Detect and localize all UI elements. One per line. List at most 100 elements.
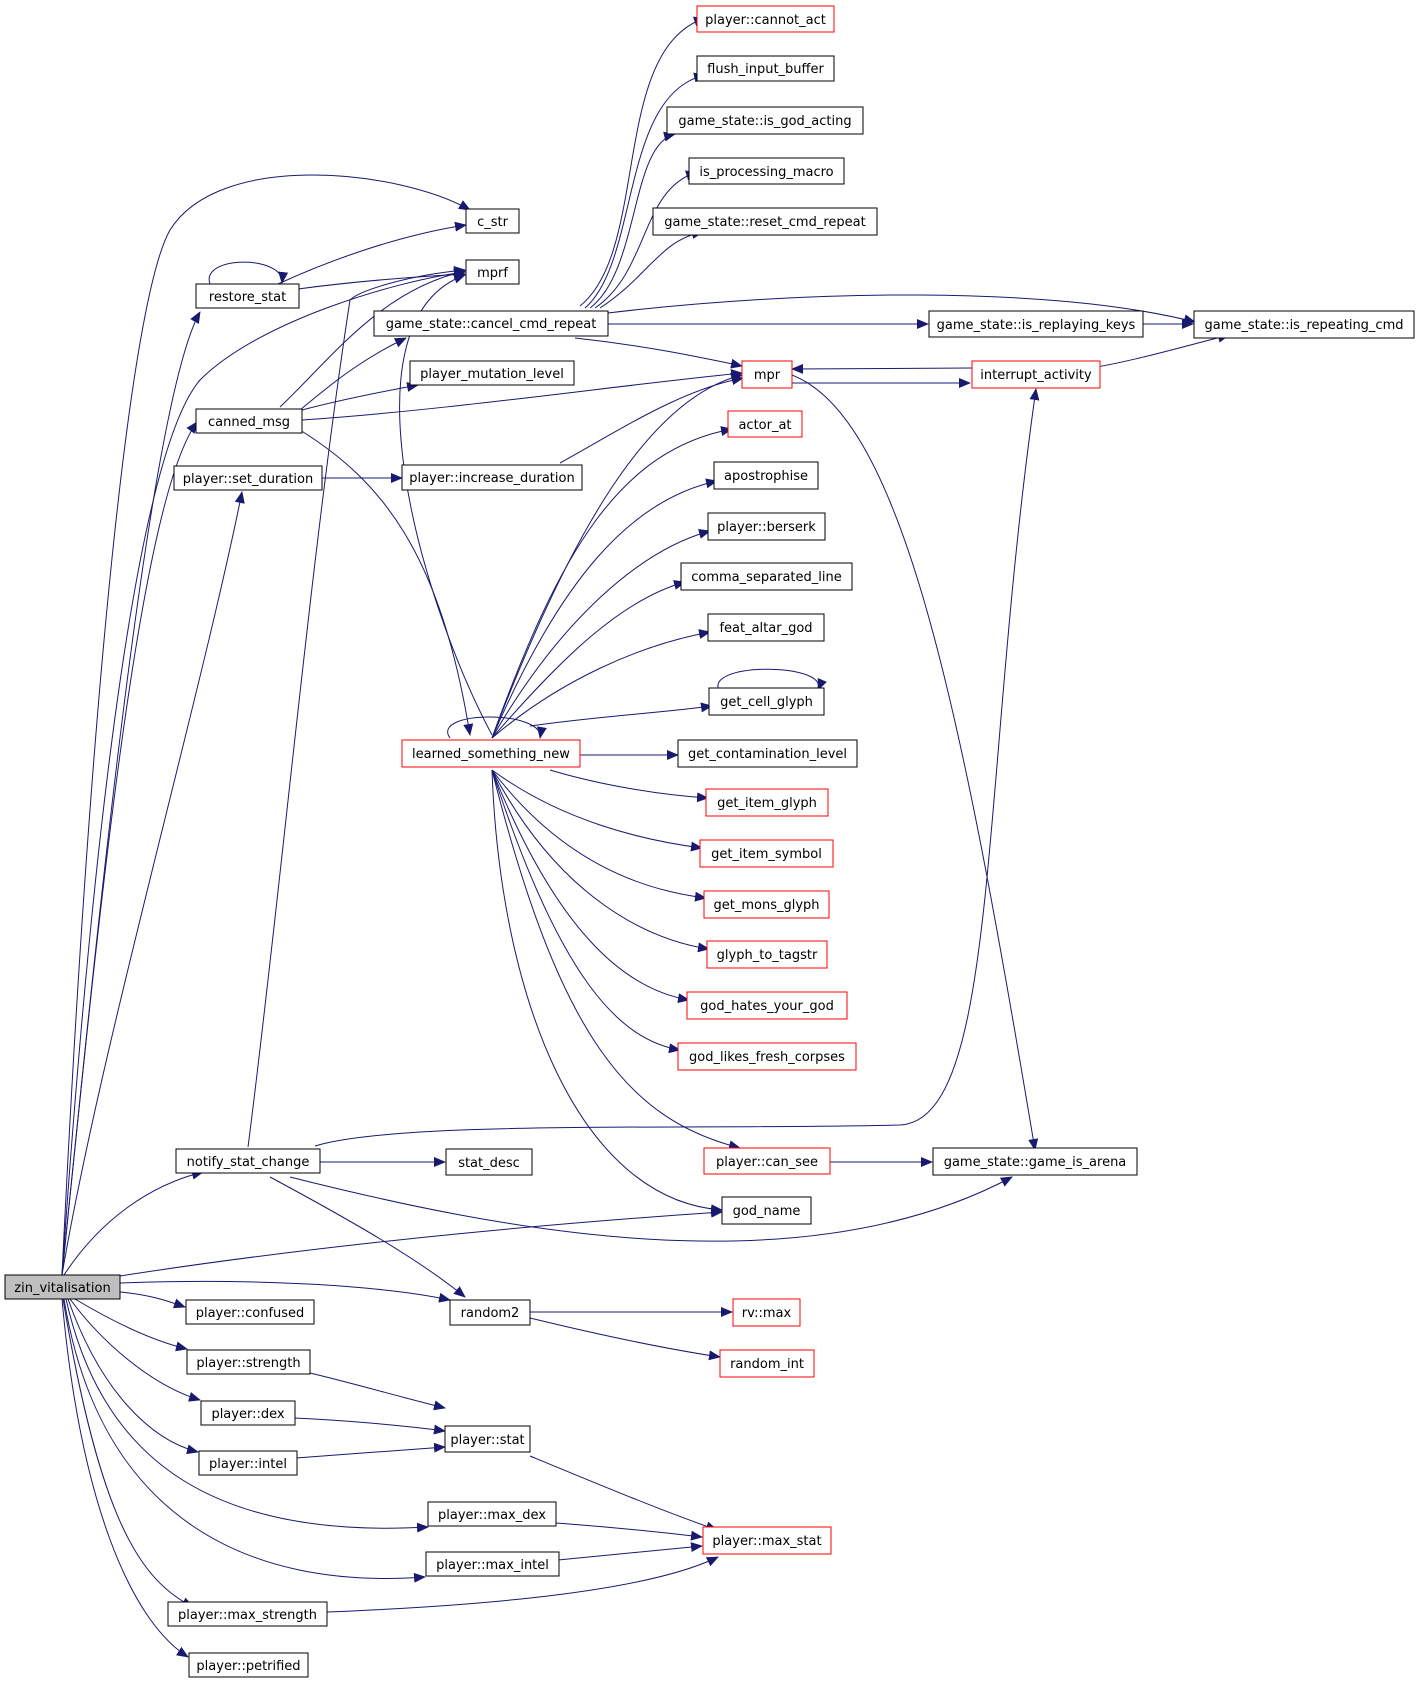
edge-notify-interrupt (314, 388, 1040, 1147)
node-mpr[interactable]: mpr (741, 360, 793, 389)
node-game-is-arena[interactable]: game_state::game_is_arena (932, 1147, 1138, 1176)
node-get-item-glyph[interactable]: get_item_glyph (705, 788, 829, 817)
node-label: get_contamination_level (688, 747, 847, 762)
node-comma-separated-line[interactable]: comma_separated_line (680, 562, 853, 591)
node-is-god-acting[interactable]: game_state::is_god_acting (666, 106, 864, 135)
edge-maxintel-maxstat (557, 1542, 703, 1561)
edge-learned-mprf (399, 274, 493, 736)
node-player-confused[interactable]: player::confused (185, 1299, 315, 1325)
node-god-likes-fresh-corpses[interactable]: god_likes_fresh_corpses (677, 1042, 857, 1071)
node-label: learned_something_new (412, 747, 570, 762)
node-is-repeating-cmd[interactable]: game_state::is_repeating_cmd (1193, 310, 1415, 339)
node-c-str[interactable]: c_str (465, 208, 520, 234)
node-player-stat[interactable]: player::stat (444, 1425, 531, 1453)
node-label: player::intel (209, 1457, 287, 1472)
node-is-processing-macro[interactable]: is_processing_macro (688, 157, 845, 185)
node-label: god_hates_your_god (700, 999, 834, 1014)
edge-canned_msg-cancel (299, 337, 407, 411)
node-is-replaying-keys[interactable]: game_state::is_replaying_keys (928, 310, 1144, 338)
node-player-mutation-level[interactable]: player_mutation_level (409, 360, 575, 386)
node-reset-cmd-repeat[interactable]: game_state::reset_cmd_repeat (652, 207, 878, 236)
node-rv-max[interactable]: rv::max (732, 1298, 801, 1327)
node-label: get_mons_glyph (713, 898, 819, 913)
node-random-int[interactable]: random_int (719, 1349, 815, 1378)
node-canned-msg[interactable]: canned_msg (195, 408, 303, 434)
node-player-strength[interactable]: player::strength (186, 1349, 311, 1375)
node-feat-altar-god[interactable]: feat_altar_god (707, 613, 825, 642)
edge-zin-max_strength (62, 1298, 194, 1608)
edge-learned-corpses (491, 769, 681, 1054)
node-player-set-duration[interactable]: player::set_duration (173, 465, 323, 491)
node-glyph-to-tagstr[interactable]: glyph_to_tagstr (706, 940, 828, 969)
edge-interrupt-repeating (1084, 332, 1230, 370)
edge-learned-can_see (491, 769, 741, 1151)
node-get-mons-glyph[interactable]: get_mons_glyph (703, 890, 830, 919)
edge-cancel-processing (594, 170, 698, 309)
node-player-cannot-act[interactable]: player::cannot_act (696, 5, 835, 33)
edge-zin-set_duration (61, 491, 245, 1276)
edge-canned_msg-mut (301, 382, 419, 411)
edge-learned-mpr (491, 372, 743, 739)
node-label: random2 (461, 1306, 520, 1321)
node-label: interrupt_activity (980, 368, 1092, 383)
node-notify-stat-change[interactable]: notify_stat_change (175, 1148, 321, 1174)
edge-dex-stat (293, 1417, 446, 1435)
node-flush-input-buffer[interactable]: flush_input_buffer (696, 55, 835, 82)
node-cancel-cmd-repeat[interactable]: game_state::cancel_cmd_repeat (373, 310, 609, 337)
node-player-max-strength[interactable]: player::max_strength (167, 1601, 328, 1627)
node-label: player::petrified (196, 1659, 300, 1674)
node-label: get_item_symbol (711, 847, 822, 862)
edge-intel-stat (295, 1442, 446, 1459)
edge-canned_msg-learned (299, 429, 474, 736)
edge-mpr-arena (781, 371, 1039, 1151)
node-random2[interactable]: random2 (449, 1299, 531, 1326)
node-zin-vitalisation[interactable]: zin_vitalisation (4, 1274, 121, 1300)
edge-maxdex-maxstat (555, 1522, 703, 1541)
node-label: glyph_to_tagstr (717, 948, 818, 963)
node-god-hates-your-god[interactable]: god_hates_your_god (686, 991, 848, 1020)
edge-learned-self (447, 716, 547, 739)
node-player-max-intel[interactable]: player::max_intel (425, 1551, 560, 1577)
edge-learned-hates (491, 769, 690, 1004)
edge-learned-get_cell-self (717, 668, 827, 693)
node-player-berserk[interactable]: player::berserk (707, 512, 826, 541)
node-restore-stat[interactable]: restore_stat (195, 283, 300, 309)
node-label: get_item_glyph (717, 796, 817, 811)
node-label: player_mutation_level (420, 367, 564, 382)
node-label: player::max_strength (178, 1608, 317, 1623)
edge-canned_msg-mprf (279, 268, 466, 408)
node-learned-something-new[interactable]: learned_something_new (401, 739, 581, 768)
node-label: restore_stat (209, 290, 286, 305)
node-player-can-see[interactable]: player::can_see (703, 1147, 831, 1175)
node-label: game_state::cancel_cmd_repeat (386, 317, 597, 332)
node-player-increase-duration[interactable]: player::increase_duration (401, 464, 583, 491)
node-label: player::stat (450, 1433, 524, 1448)
node-label: god_name (733, 1204, 801, 1219)
node-player-intel[interactable]: player::intel (198, 1450, 298, 1476)
node-mprf[interactable]: mprf (465, 259, 520, 285)
node-get-item-symbol[interactable]: get_item_symbol (699, 839, 834, 868)
node-player-max-dex[interactable]: player::max_dex (427, 1501, 557, 1527)
node-player-petrified[interactable]: player::petrified (188, 1652, 309, 1678)
edge-cancel-repeating (607, 294, 1196, 325)
node-player-dex[interactable]: player::dex (200, 1400, 296, 1426)
node-god-name[interactable]: god_name (721, 1196, 812, 1225)
node-label: player::strength (196, 1356, 300, 1371)
node-stat-desc[interactable]: stat_desc (445, 1148, 533, 1176)
edge-zin-petrified (61, 1298, 189, 1658)
node-get-cell-glyph[interactable]: get_cell_glyph (708, 687, 825, 716)
node-label: game_state::is_replaying_keys (937, 318, 1136, 333)
node-apostrophise[interactable]: apostrophise (713, 461, 819, 490)
node-player-max-stat[interactable]: player::max_stat (702, 1526, 832, 1555)
edge-learned-apostrophise (491, 478, 718, 739)
edge-zin-max_intel (63, 1298, 426, 1583)
function-nodes: zin_vitalisation restore_stat canned_msg… (4, 5, 1415, 1678)
node-label: player::increase_duration (409, 471, 574, 486)
edge-learned-feat (491, 629, 711, 739)
edge-cancel-god_acting (589, 131, 676, 309)
node-actor-at[interactable]: actor_at (727, 410, 803, 438)
node-label: player::can_see (716, 1155, 818, 1170)
node-interrupt-activity[interactable]: interrupt_activity (971, 360, 1101, 389)
node-get-contamination-level[interactable]: get_contamination_level (677, 739, 858, 768)
edge-learned-mons_glyph (491, 769, 707, 902)
